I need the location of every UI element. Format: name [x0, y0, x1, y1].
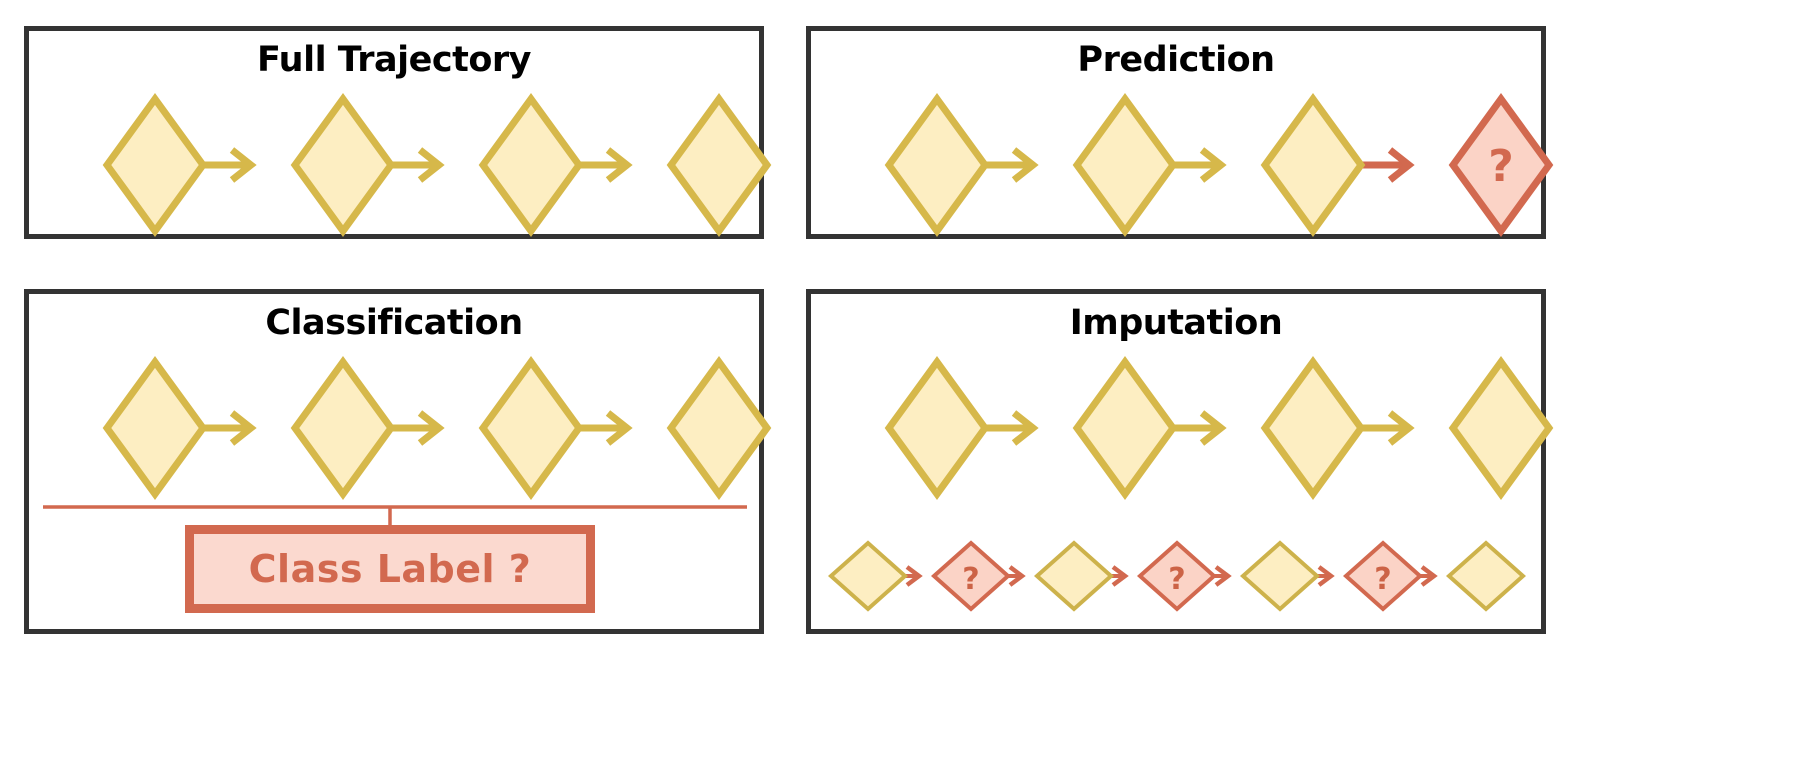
- node-diamond: [1260, 93, 1366, 237]
- node-diamond-missing: ?: [1448, 93, 1554, 237]
- arrow-head-1: [229, 410, 257, 446]
- node-diamond: [290, 356, 396, 500]
- node-diamond-missing-small: ?: [1136, 540, 1218, 612]
- node-diamond: [102, 356, 208, 500]
- arrow-head-b6: [1420, 565, 1438, 587]
- arrow-head-b4: [1214, 565, 1232, 587]
- imputation-bottom-missing-nodes: ? ? ?: [930, 540, 1424, 612]
- classification-diagram: [43, 356, 772, 552]
- node-diamond: [1072, 356, 1178, 500]
- panel-imputation: Imputation: [806, 289, 1554, 634]
- arrow-head-3: [1387, 410, 1415, 446]
- node-diamond-small: [1445, 540, 1527, 612]
- arrow-head-1: [1011, 410, 1039, 446]
- arrow-head-2: [417, 147, 445, 183]
- arrow-head-b2: [1008, 565, 1026, 587]
- panel-title-imputation: Imputation: [1069, 303, 1283, 343]
- panel-title-full-trajectory: Full Trajectory: [256, 40, 532, 80]
- node-diamond-small: [827, 540, 909, 612]
- arrow-head-3-missing: [1387, 147, 1415, 183]
- panel-prediction: Prediction ?: [806, 26, 1554, 239]
- node-diamond-missing-small: ?: [1342, 540, 1424, 612]
- panel-title-prediction: Prediction: [1077, 40, 1275, 80]
- node-diamond: [478, 356, 584, 500]
- missing-marker-label: ?: [1488, 141, 1514, 192]
- node-diamond: [1072, 93, 1178, 237]
- arrow-head-2: [1199, 410, 1227, 446]
- panel-classification: Classification: [24, 289, 772, 634]
- class-label-text: Class Label ?: [248, 547, 532, 591]
- arrow-head-3: [605, 410, 633, 446]
- arrow-head-2: [1199, 147, 1227, 183]
- node-diamond: [478, 93, 584, 237]
- prediction-diagram: ?: [884, 93, 1554, 237]
- node-diamond-small: [1033, 540, 1115, 612]
- arrow-head-b3: [1111, 565, 1129, 587]
- node-diamond: [666, 93, 772, 237]
- arrow-head-1: [229, 147, 257, 183]
- node-diamond: [666, 356, 772, 500]
- node-diamond-missing-small: ?: [930, 540, 1012, 612]
- full-trajectory-diagram: [102, 93, 772, 237]
- node-diamond: [290, 93, 396, 237]
- node-diamond: [1260, 356, 1366, 500]
- node-diamond: [884, 356, 990, 500]
- node-diamond: [884, 93, 990, 237]
- imputation-diagram: ? ? ?: [827, 356, 1554, 612]
- arrow-head-b5: [1317, 565, 1335, 587]
- missing-marker-label: ?: [1374, 562, 1391, 597]
- node-diamond-small: [1239, 540, 1321, 612]
- missing-marker-label: ?: [962, 562, 979, 597]
- arrow-head-1: [1011, 147, 1039, 183]
- node-diamond: [102, 93, 208, 237]
- panel-full-trajectory: Full Trajectory: [24, 26, 772, 239]
- panel-title-classification: Classification: [265, 303, 523, 343]
- arrow-head-2: [417, 410, 445, 446]
- class-label-box[interactable]: Class Label ?: [185, 525, 595, 613]
- node-diamond: [1448, 356, 1554, 500]
- arrow-head-3: [605, 147, 633, 183]
- imputation-top-nodes: [884, 356, 1554, 500]
- imputation-bottom-known-nodes: [827, 540, 1527, 612]
- missing-marker-label: ?: [1168, 562, 1185, 597]
- arrow-head-b1: [905, 565, 923, 587]
